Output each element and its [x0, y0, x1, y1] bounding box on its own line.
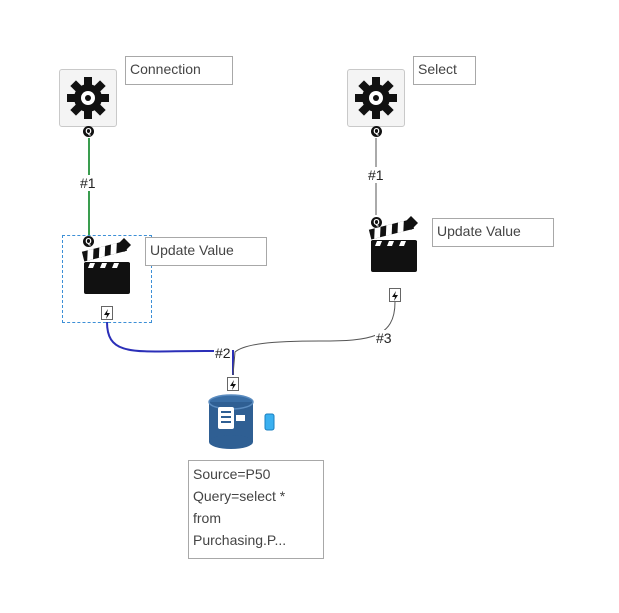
output-annotation: Source=P50 Query=select * from Purchasin… [188, 460, 324, 559]
lightning-icon [230, 380, 236, 390]
gear-icon [355, 77, 397, 119]
select-tool[interactable] [347, 69, 405, 127]
connection-label: Connection [125, 56, 233, 85]
clapperboard-icon[interactable] [367, 214, 427, 276]
update-value-left-label: Update Value [145, 237, 267, 266]
selection-box [62, 235, 152, 323]
select-label: Select [413, 56, 476, 85]
connection-tool[interactable] [59, 69, 117, 127]
update-value-right-label: Update Value [432, 218, 554, 247]
lightning-icon [104, 309, 110, 319]
database-output-icon[interactable] [203, 392, 279, 452]
lightning-icon [392, 291, 398, 301]
connection-line-3[interactable] [232, 301, 396, 376]
update-value-left-input-anchor[interactable]: Q [83, 236, 94, 247]
select-output-anchor[interactable]: Q [371, 126, 382, 137]
update-value-left-output-anchor[interactable] [101, 306, 113, 320]
connection-label-3: #3 [375, 330, 393, 346]
clapperboard-icon[interactable] [80, 236, 140, 298]
connection-label-1-left: #1 [79, 175, 97, 191]
connection-label-1-right: #1 [367, 167, 385, 183]
output-input-anchor[interactable] [227, 377, 239, 391]
connection-output-anchor[interactable]: Q [83, 126, 94, 137]
connection-label-2: #2 [214, 345, 232, 361]
gear-icon [67, 77, 109, 119]
update-value-right-input-anchor[interactable]: Q [371, 217, 382, 228]
update-value-right-output-anchor[interactable] [389, 288, 401, 302]
